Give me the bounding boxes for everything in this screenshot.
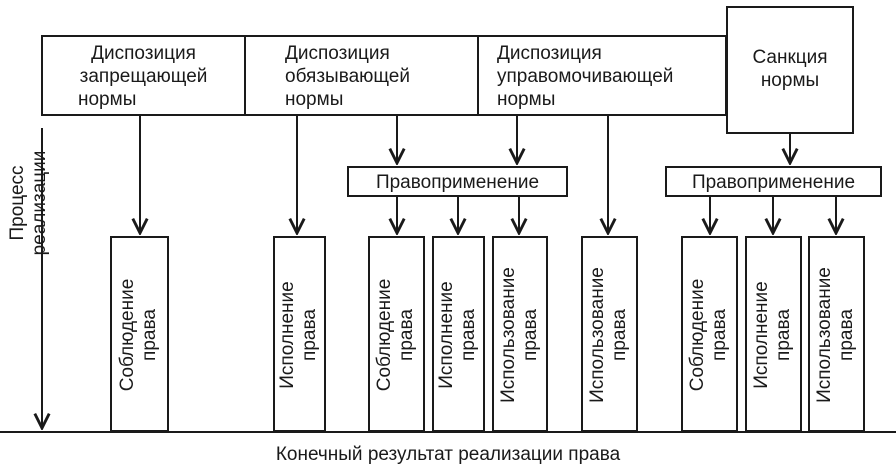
result-4-line1: Исполнение bbox=[436, 281, 457, 389]
result-5-line1: Использование bbox=[498, 267, 519, 403]
result-2-line2: права bbox=[299, 309, 320, 361]
result-5-line2: права bbox=[520, 309, 541, 361]
result-1-line1: Соблюдение bbox=[117, 278, 138, 392]
disposition-prohibiting-line1: Диспозиция bbox=[91, 43, 196, 64]
process-label-line2: реализации bbox=[29, 150, 50, 256]
result-label-1: Соблюдение права bbox=[117, 240, 161, 430]
result-box-observance-1: Соблюдение права bbox=[110, 236, 169, 432]
result-8-line2: права bbox=[773, 309, 794, 361]
result-9-line2: права bbox=[836, 309, 857, 361]
result-box-use-1: Использование права bbox=[492, 236, 548, 432]
disposition-obliging-line2: обязывающей bbox=[285, 66, 410, 87]
sanction-text: Санкция нормы bbox=[728, 46, 852, 92]
enforcement-label-1: Правоприменение bbox=[375, 172, 540, 193]
disposition-empowering-line3: нормы bbox=[497, 89, 556, 110]
result-4-line2: права bbox=[458, 309, 479, 361]
disposition-prohibiting-line3: нормы bbox=[78, 89, 137, 110]
result-label-4: Исполнение права bbox=[436, 240, 480, 430]
disposition-prohibiting: Диспозиция запрещающей нормы bbox=[42, 42, 245, 111]
result-3-line2: права bbox=[396, 309, 417, 361]
disposition-prohibiting-line2: запрещающей bbox=[79, 66, 208, 87]
result-label-7: Соблюдение права bbox=[687, 240, 731, 430]
result-label-9: Использование права bbox=[814, 240, 858, 430]
disposition-empowering-line2: управомочивающей bbox=[497, 66, 674, 87]
sanction-box: Санкция нормы bbox=[726, 6, 854, 134]
process-label: Процесс реализации bbox=[7, 145, 51, 261]
disposition-empowering-line1: Диспозиция bbox=[497, 43, 602, 64]
result-7-line1: Соблюдение bbox=[687, 278, 708, 392]
result-box-execution-2: Исполнение права bbox=[432, 236, 485, 432]
disposition-obliging: Диспозиция обязывающей нормы bbox=[285, 42, 475, 111]
result-label-6: Использование права bbox=[587, 240, 631, 430]
disposition-empowering: Диспозиция управомочивающей нормы bbox=[497, 42, 722, 111]
result-9-line1: Использование bbox=[814, 267, 835, 403]
result-label-8: Исполнение права bbox=[751, 240, 795, 430]
result-label-3: Соблюдение права bbox=[374, 240, 418, 430]
result-box-observance-2: Соблюдение права bbox=[368, 236, 425, 432]
result-box-use-3: Использование права bbox=[808, 236, 865, 432]
result-6-line2: права bbox=[609, 309, 630, 361]
result-label-5: Использование права bbox=[498, 240, 542, 430]
result-7-line2: права bbox=[709, 309, 730, 361]
result-label-2: Исполнение права bbox=[277, 240, 321, 430]
enforcement-label-2: Правоприменение bbox=[691, 172, 856, 193]
result-3-line1: Соблюдение bbox=[374, 278, 395, 392]
result-box-observance-3: Соблюдение права bbox=[681, 236, 738, 432]
result-2-line1: Исполнение bbox=[277, 281, 298, 389]
result-box-use-2: Использование права bbox=[581, 236, 638, 432]
result-1-line2: права bbox=[139, 309, 160, 361]
sanction-line2: нормы bbox=[760, 70, 820, 91]
result-8-line1: Исполнение bbox=[751, 281, 772, 389]
disposition-obliging-line3: нормы bbox=[285, 89, 344, 110]
result-6-line1: Использование bbox=[587, 267, 608, 403]
process-label-line1: Процесс bbox=[7, 165, 28, 241]
result-box-execution-1: Исполнение права bbox=[273, 236, 326, 432]
enforcement-box-1: Правоприменение bbox=[347, 166, 568, 197]
disposition-obliging-line1: Диспозиция bbox=[285, 43, 390, 64]
sanction-line1: Санкция bbox=[752, 47, 828, 68]
final-result-caption: Конечный результат реализации права bbox=[275, 444, 621, 465]
enforcement-box-2: Правоприменение bbox=[665, 166, 882, 197]
result-box-execution-3: Исполнение права bbox=[745, 236, 802, 432]
